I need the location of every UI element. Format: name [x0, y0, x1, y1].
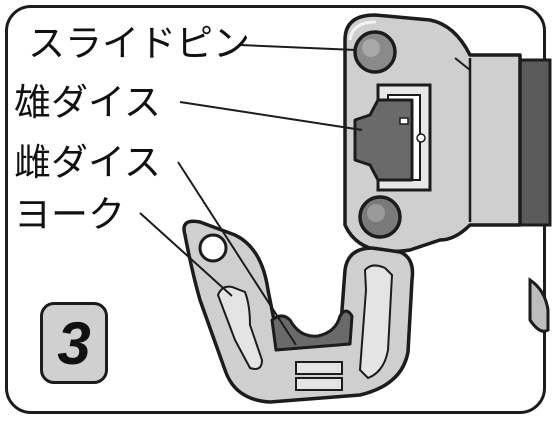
step-number-badge: 3	[40, 302, 108, 384]
label-female-die: 雌ダイス	[14, 141, 161, 184]
leader-yoke	[139, 212, 233, 297]
male-die	[353, 98, 414, 182]
tool-right-edge-shape	[528, 277, 550, 333]
leader-slide-pin	[239, 44, 357, 51]
yoke-pin-hole	[198, 233, 228, 263]
step-number: 3	[57, 309, 91, 377]
female-die	[270, 309, 354, 352]
leader-female-die	[177, 161, 297, 346]
label-yoke: ヨーク	[14, 193, 125, 236]
tool-cylinder	[518, 58, 552, 227]
yoke	[182, 219, 415, 404]
label-male-die: 雄ダイス	[14, 81, 161, 124]
leader-male-die	[179, 101, 363, 131]
label-slide-pin: スライドピン	[28, 22, 250, 65]
